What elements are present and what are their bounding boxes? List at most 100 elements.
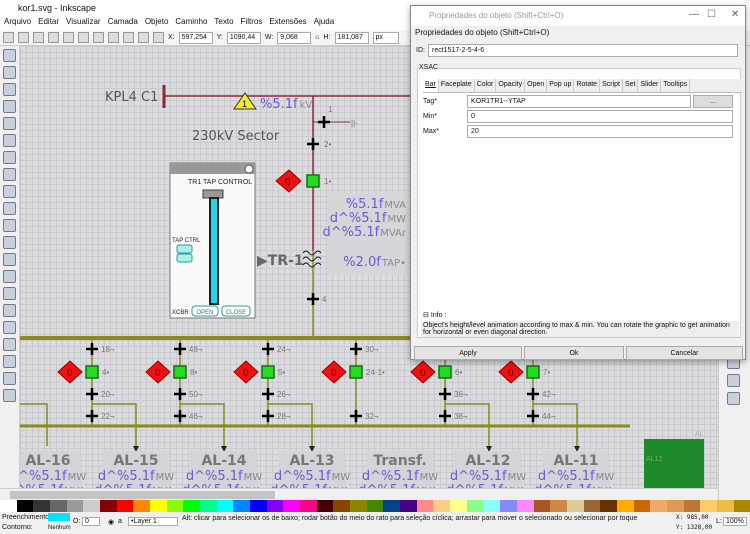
alarm-icon[interactable] bbox=[233, 92, 257, 110]
color-swatch[interactable] bbox=[316, 500, 334, 512]
horizontal-scrollbar[interactable] bbox=[0, 488, 718, 500]
rotate-cw-icon[interactable] bbox=[63, 32, 74, 43]
browse-button[interactable]: ... bbox=[693, 95, 733, 108]
tab-color[interactable]: Color bbox=[475, 79, 497, 92]
breaker[interactable] bbox=[261, 365, 275, 379]
flip-v-icon[interactable] bbox=[93, 32, 104, 43]
mesh-tool-icon[interactable] bbox=[3, 355, 16, 368]
spray-tool-icon[interactable] bbox=[3, 287, 16, 300]
close-button[interactable] bbox=[221, 305, 251, 317]
color-swatch[interactable] bbox=[100, 500, 117, 512]
eraser-tool-icon[interactable] bbox=[3, 304, 16, 317]
tab-set[interactable]: Set bbox=[623, 79, 639, 92]
breaker-alarm[interactable] bbox=[410, 360, 436, 384]
cancel-button[interactable]: Cancelar bbox=[626, 346, 743, 360]
text-tool-icon[interactable] bbox=[3, 270, 16, 283]
selector-tool-icon[interactable] bbox=[3, 49, 16, 62]
menu-item[interactable]: Ajuda bbox=[313, 17, 335, 26]
color-swatch[interactable] bbox=[466, 500, 484, 512]
menu-item[interactable]: Editar bbox=[38, 17, 60, 26]
y-field[interactable]: 1090,44 bbox=[226, 31, 261, 44]
switch-icon[interactable] bbox=[350, 410, 362, 422]
color-swatch[interactable] bbox=[733, 500, 750, 512]
unit-select[interactable]: px bbox=[372, 31, 399, 44]
calligraphy-tool-icon[interactable] bbox=[3, 253, 16, 266]
switch-icon[interactable] bbox=[86, 388, 98, 400]
3dbox-tool-icon[interactable] bbox=[3, 151, 16, 164]
color-swatch[interactable] bbox=[33, 500, 51, 512]
star-tool-icon[interactable] bbox=[3, 185, 16, 198]
color-swatch[interactable] bbox=[616, 500, 634, 512]
open-button[interactable] bbox=[191, 305, 219, 317]
field-input[interactable]: 0 bbox=[467, 110, 733, 123]
color-swatch[interactable] bbox=[450, 500, 467, 512]
tab-script[interactable]: Script bbox=[600, 79, 623, 92]
apply-button[interactable]: Apply bbox=[414, 346, 522, 360]
color-swatch[interactable] bbox=[16, 500, 34, 512]
layer-select[interactable]: •Layer 1 bbox=[128, 517, 178, 526]
document-icon[interactable] bbox=[18, 32, 29, 43]
raise-top-icon[interactable] bbox=[153, 32, 164, 43]
switch-icon[interactable] bbox=[439, 410, 451, 422]
menu-item[interactable]: Filtros bbox=[240, 17, 263, 26]
color-swatch[interactable] bbox=[416, 500, 434, 512]
color-swatch[interactable] bbox=[583, 500, 601, 512]
color-swatch[interactable] bbox=[633, 500, 651, 512]
menu-item[interactable]: Visualizar bbox=[66, 17, 101, 26]
color-swatch[interactable] bbox=[300, 500, 317, 512]
tab-bar[interactable]: Bar bbox=[423, 79, 439, 92]
switch-icon[interactable] bbox=[527, 388, 539, 400]
transformer-icon[interactable] bbox=[302, 250, 322, 268]
lower-icon[interactable] bbox=[123, 32, 134, 43]
color-swatch[interactable] bbox=[0, 500, 17, 512]
lock-icon[interactable]: a bbox=[118, 518, 122, 525]
color-swatch[interactable] bbox=[50, 500, 67, 512]
switch-icon[interactable] bbox=[318, 116, 330, 128]
switch-icon[interactable] bbox=[350, 343, 362, 355]
color-swatch[interactable] bbox=[133, 500, 151, 512]
switch-icon[interactable] bbox=[307, 293, 319, 305]
color-swatch[interactable] bbox=[166, 500, 184, 512]
color-swatch[interactable] bbox=[200, 500, 217, 512]
menu-item[interactable]: Camada bbox=[107, 17, 138, 26]
tab-opacity[interactable]: Opacity bbox=[496, 79, 526, 92]
breaker[interactable] bbox=[173, 365, 187, 379]
color-swatch[interactable] bbox=[383, 500, 401, 512]
ok-button[interactable]: Ok bbox=[524, 346, 624, 360]
breaker[interactable] bbox=[438, 365, 452, 379]
switch-icon[interactable] bbox=[527, 410, 539, 422]
maximize-button[interactable]: ☐ bbox=[707, 9, 716, 20]
close-icon[interactable] bbox=[244, 164, 254, 174]
color-swatch[interactable] bbox=[66, 500, 84, 512]
pencil-tool-icon[interactable] bbox=[3, 219, 16, 232]
field-input[interactable]: KOR1TR1--YTAP bbox=[467, 95, 691, 108]
flip-h-icon[interactable] bbox=[78, 32, 89, 43]
x-field[interactable]: 597,254 bbox=[178, 31, 213, 44]
color-swatch[interactable] bbox=[683, 500, 701, 512]
breaker-alarm[interactable] bbox=[233, 360, 259, 384]
new-icon[interactable] bbox=[3, 32, 14, 43]
breaker-alarm[interactable] bbox=[145, 360, 171, 384]
switch-icon[interactable] bbox=[174, 343, 186, 355]
tab-tooltips[interactable]: Tooltips bbox=[661, 79, 691, 92]
preferences-icon[interactable] bbox=[33, 32, 44, 43]
green-box[interactable] bbox=[644, 439, 704, 488]
raise-icon[interactable] bbox=[138, 32, 149, 43]
color-swatch[interactable] bbox=[666, 500, 684, 512]
switch-icon[interactable] bbox=[86, 410, 98, 422]
color-swatch[interactable] bbox=[550, 500, 567, 512]
switch-icon[interactable] bbox=[262, 388, 274, 400]
spiral-tool-icon[interactable] bbox=[3, 202, 16, 215]
color-swatch[interactable] bbox=[366, 500, 384, 512]
breaker[interactable] bbox=[349, 365, 363, 379]
tab-pop-up[interactable]: Pop up bbox=[547, 79, 575, 92]
tweak-tool-icon[interactable] bbox=[3, 83, 16, 96]
breaker-alarm[interactable] bbox=[57, 360, 83, 384]
color-swatch[interactable] bbox=[700, 500, 717, 512]
color-swatch[interactable] bbox=[150, 500, 167, 512]
tab-open[interactable]: Open bbox=[525, 79, 548, 92]
switch-icon[interactable] bbox=[174, 388, 186, 400]
w-field[interactable]: 9,068 bbox=[277, 31, 312, 44]
switch-icon[interactable] bbox=[307, 138, 319, 150]
